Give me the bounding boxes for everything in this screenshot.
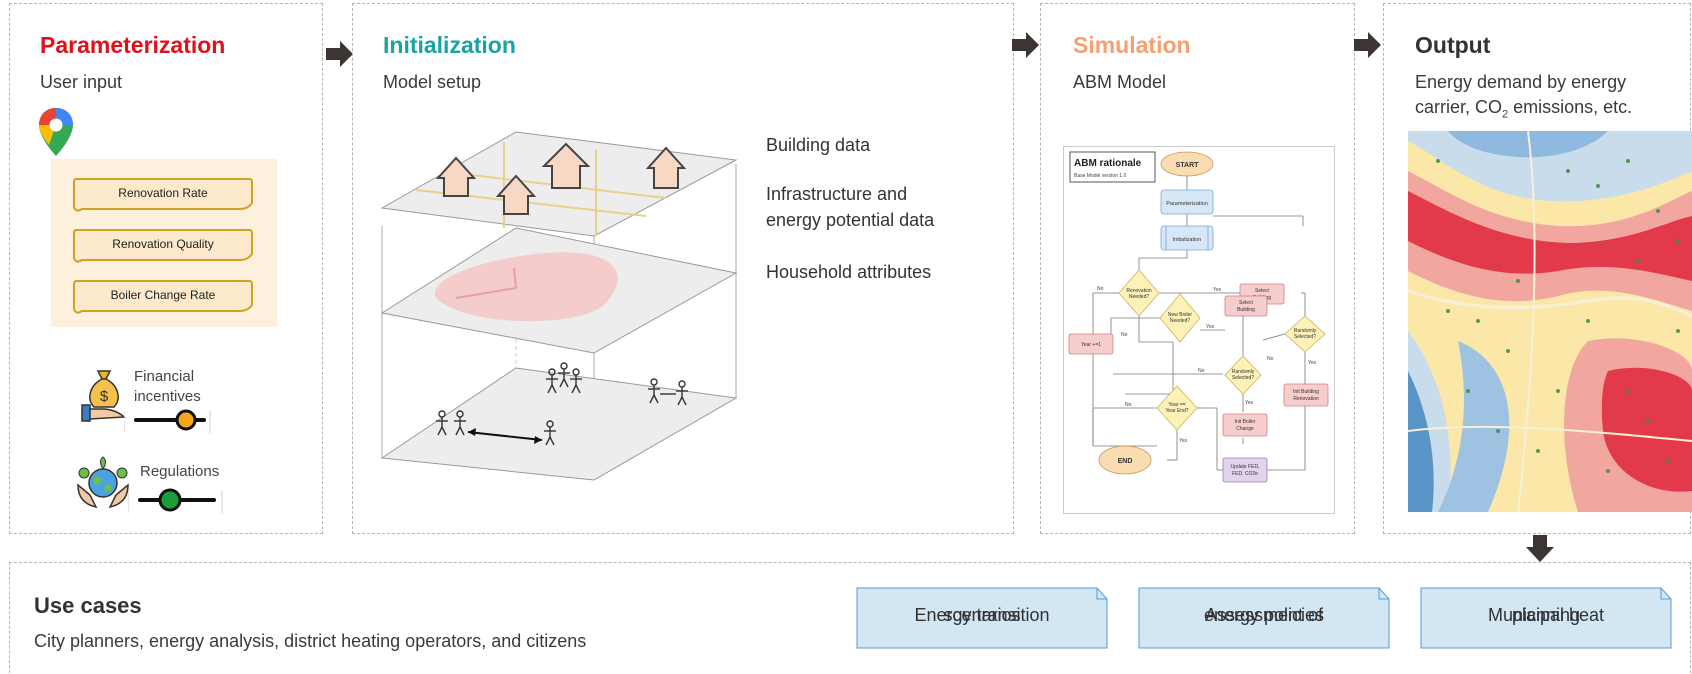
svg-text:$: $: [100, 388, 109, 405]
renovation-rate-scroll[interactable]: Renovation Rate: [72, 175, 254, 213]
parameterization-title: Parameterization: [40, 32, 226, 58]
renovation-quality-scroll[interactable]: Renovation Quality: [72, 226, 254, 264]
simulation-subtitle: ABM Model: [1073, 72, 1167, 92]
map-pin-icon: [39, 108, 73, 156]
simulation-title: Simulation: [1073, 32, 1191, 58]
output-subtitle-line2: carrier, CO2 emissions, etc.: [1415, 97, 1633, 121]
flow-no-1: No: [1097, 286, 1104, 292]
energy-demand-heatmap: [1408, 131, 1692, 512]
initialization-title: Initialization: [383, 32, 516, 58]
flow-init-boiler-2: Change: [1236, 426, 1254, 432]
regulations-label: Regulations: [140, 463, 220, 480]
flow-update-2: FED, CO2e: [1232, 471, 1258, 477]
flow-randomly-selected-1b: Selected?: [1294, 334, 1316, 340]
use-case-energy-transition-line1: Energy transition: [914, 605, 1050, 625]
flow-init-renovation-2: Renovation: [1293, 396, 1319, 402]
use-case-heat-planning-line1: Municipal heat: [1487, 605, 1605, 625]
flow-yes-5: Yes: [1179, 438, 1188, 444]
household-attributes-label: Household attributes: [766, 262, 932, 282]
flow-year-end-2: Year End?: [1165, 408, 1188, 414]
flow-randomly-selected-1a: Randomly: [1294, 328, 1317, 334]
use-case-energy-policies-line1: Assessment of: [1204, 605, 1324, 625]
regulations-slider[interactable]: [128, 483, 224, 515]
renovation-rate-label: Renovation Rate: [118, 186, 208, 200]
output-title: Output: [1415, 32, 1491, 58]
flow-select-building-2a: Select: [1239, 300, 1254, 306]
flow-year-inc: Year +=1: [1081, 342, 1101, 348]
use-case-heat-planning-line2: planning: [1511, 605, 1581, 625]
flow-yes-3: Yes: [1308, 360, 1317, 366]
use-case-energy-transition-line2: scenarios: [943, 605, 1021, 625]
flow-no-3: No: [1267, 356, 1274, 362]
flow-update-1: Update FED,: [1231, 464, 1260, 470]
flow-yes-2: Yes: [1206, 324, 1215, 330]
arrow-to-initialization-icon: [326, 41, 353, 67]
flow-randomly-selected-2a: Randomly: [1232, 369, 1255, 375]
flow-start: START: [1176, 162, 1200, 169]
flow-no-2: No: [1121, 332, 1128, 338]
flow-new-boiler-2: Needed?: [1170, 318, 1191, 324]
arrow-to-use-cases-icon: [1526, 535, 1554, 562]
flow-renovation-needed-1: Renovation: [1126, 288, 1152, 294]
arrow-to-output-icon: [1354, 32, 1381, 58]
use-case-energy-policies-line2: energy policies: [1203, 605, 1325, 625]
abm-flowchart: ABM rationale Base Model version 1.0: [1063, 146, 1335, 514]
output-subtitle-line1: Energy demand by energy: [1415, 72, 1627, 92]
flow-init-renovation-1: Init Building: [1293, 389, 1319, 395]
flow-end: END: [1118, 458, 1133, 465]
renovation-quality-label: Renovation Quality: [112, 237, 214, 251]
use-cases-title: Use cases: [34, 593, 142, 618]
flow-yes-1: Yes: [1213, 287, 1222, 293]
flow-yes-4: Yes: [1245, 400, 1254, 406]
flow-year-end-1: Year ==: [1168, 402, 1185, 408]
parameterization-subtitle: User input: [40, 72, 123, 92]
flow-initialization: Initialization: [1173, 237, 1202, 243]
flow-parameterization: Parameterization: [1166, 201, 1208, 207]
use-cases-panel: Use cases City planners, energy analysis…: [9, 562, 1691, 673]
boiler-change-rate-label: Boiler Change Rate: [110, 288, 216, 302]
flow-select-building-1a: Select: [1255, 288, 1270, 294]
flow-version: Base Model version 1.0: [1074, 173, 1126, 179]
financial-incentives-label: Financial incentives: [134, 368, 201, 405]
flow-heading: ABM rationale: [1074, 158, 1142, 169]
money-bag-hand-icon: $: [81, 370, 126, 422]
building-data-label: Building data: [766, 135, 871, 155]
flow-no-4: No: [1198, 368, 1205, 374]
initialization-subtitle: Model setup: [383, 72, 482, 92]
financial-incentives-slider[interactable]: [124, 405, 214, 435]
use-cases-subtitle: City planners, energy analysis, district…: [34, 631, 587, 651]
arrow-to-simulation-icon: [1012, 32, 1039, 58]
flow-no-5: No: [1125, 402, 1132, 408]
flow-randomly-selected-2b: Selected?: [1232, 375, 1254, 381]
flow-renovation-needed-2: Needed?: [1129, 294, 1150, 300]
flow-init-boiler-1: Init Boiler: [1235, 419, 1256, 425]
infrastructure-data-label-line2: energy potential data: [766, 210, 935, 230]
boiler-change-rate-scroll[interactable]: Boiler Change Rate: [72, 277, 254, 315]
data-layers-illustration: [380, 131, 738, 481]
flow-new-boiler-1: New Boiler: [1168, 312, 1193, 318]
infrastructure-data-label-line1: Infrastructure and: [766, 184, 908, 204]
globe-hands-icon: [77, 456, 129, 509]
flow-select-building-2b: Building: [1237, 307, 1255, 313]
